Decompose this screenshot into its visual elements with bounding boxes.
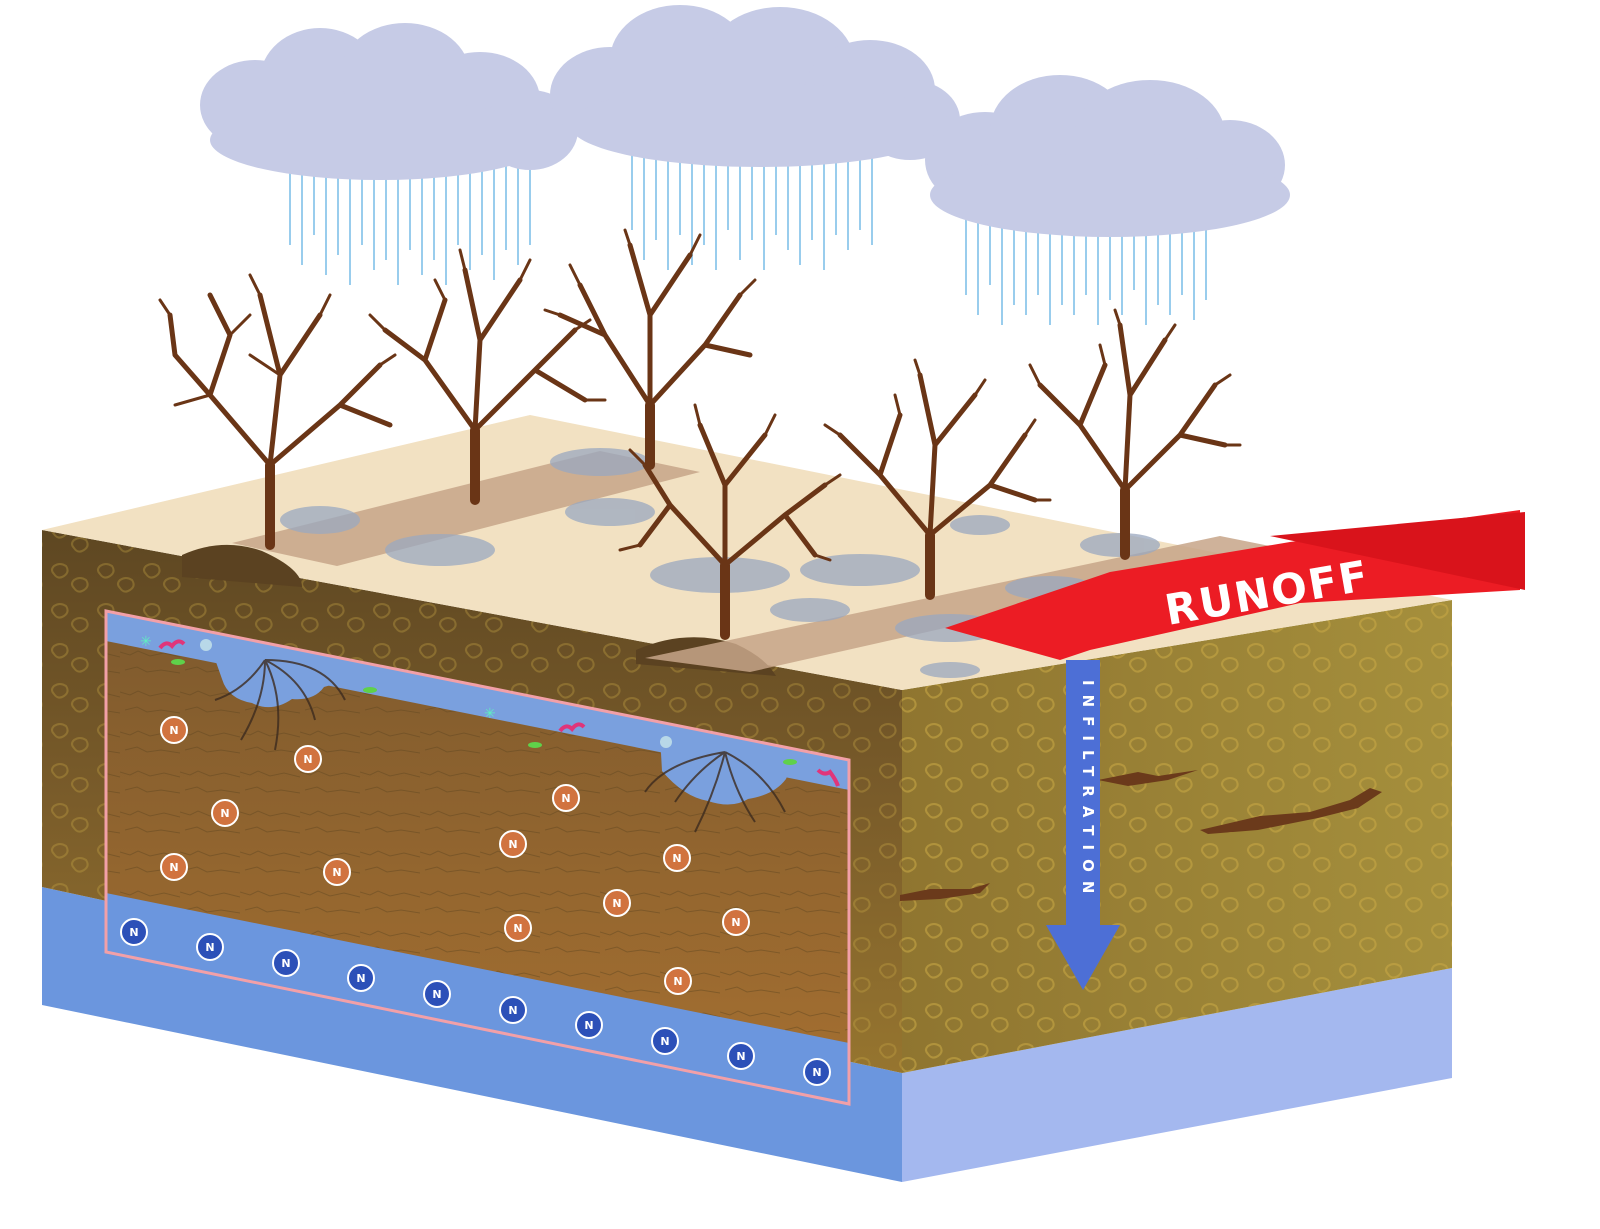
inset-pool-right (660, 735, 789, 805)
rain (289, 150, 1207, 325)
nitrogen-water-marker: N (423, 980, 451, 1008)
nitrogen-soil-marker: N (160, 716, 188, 744)
soil-side-texture (902, 600, 1452, 1073)
nitrogen-water-marker: N (347, 964, 375, 992)
tree (1028, 308, 1242, 560)
tree (368, 248, 607, 505)
nitrogen-soil-marker: N (603, 889, 631, 917)
nitrogen-soil-marker: N (211, 799, 239, 827)
nitrogen-label: N (332, 866, 341, 879)
inset-pool-left (210, 645, 360, 708)
nitrogen-label: N (303, 753, 312, 766)
nitrogen-label: N (205, 941, 214, 954)
nitrogen-soil-marker: N (160, 853, 188, 881)
infiltration-arrow: INFILTRATION (1046, 660, 1120, 990)
nitrogen-label: N (169, 724, 178, 737)
nitrogen-water-marker: N (575, 1011, 603, 1039)
nitrogen-label: N (731, 916, 740, 929)
groundwater-side (902, 968, 1452, 1182)
nitrogen-water-marker: N (120, 918, 148, 946)
inset-border (104, 609, 851, 1106)
tree (823, 358, 1052, 600)
furrow-strip-1 (232, 451, 700, 566)
nitrogen-water-group: N N N N N N N N N N (120, 918, 831, 1086)
nitrogen-label: N (672, 852, 681, 865)
nitrogen-label: N (673, 975, 682, 988)
nitrogen-soil-group: N N N N N N N N N N N N (160, 716, 750, 995)
nitrogen-label: N (508, 838, 517, 851)
nitrogen-water-marker: N (651, 1027, 679, 1055)
nitrogen-soil-marker: N (722, 908, 750, 936)
nitrogen-label: N (584, 1019, 593, 1032)
nitrogen-label: N (220, 807, 229, 820)
nitrogen-label: N (281, 957, 290, 970)
tree (158, 273, 397, 550)
nitrogen-water-marker: N (272, 949, 300, 977)
nitrogen-label: N (660, 1035, 669, 1048)
nitrogen-water-marker: N (803, 1058, 831, 1086)
nitrogen-soil-marker: N (504, 914, 532, 942)
nitrogen-label: N (129, 926, 138, 939)
soil-mound-left (182, 544, 302, 587)
tree (618, 403, 842, 640)
nitrogen-label: N (561, 792, 570, 805)
infiltration-label: INFILTRATION (1079, 680, 1097, 902)
nitrogen-soil-marker: N (552, 784, 580, 812)
soil-organisms: ✳ ✳ (140, 633, 840, 787)
nitrogen-label: N (612, 897, 621, 910)
cloud-center (550, 5, 960, 167)
nitrogen-soil-marker: N (323, 858, 351, 886)
nitrogen-soil-marker: N (664, 967, 692, 995)
cloud-left (200, 23, 578, 180)
nitrogen-label: N (356, 972, 365, 985)
trees (158, 228, 1242, 640)
nitrogen-label: N (508, 1004, 517, 1017)
nitrogen-water-marker: N (196, 933, 224, 961)
nitrogen-water-marker: N (727, 1042, 755, 1070)
inset-roots (214, 659, 786, 833)
cloud-right (925, 75, 1290, 237)
nitrogen-label: N (432, 988, 441, 1001)
runoff-arrow: RUNOFF (945, 510, 1525, 660)
nitrogen-soil-marker: N (663, 844, 691, 872)
nitrogen-soil-marker: N (294, 745, 322, 773)
nitrogen-label: N (169, 861, 178, 874)
nitrogen-label: N (513, 922, 522, 935)
nitrogen-soil-marker: N (499, 830, 527, 858)
svg-text:✳: ✳ (140, 633, 152, 649)
svg-text:✳: ✳ (484, 705, 496, 721)
nitrogen-water-marker: N (499, 996, 527, 1024)
tree (543, 228, 757, 470)
nitrogen-label: N (812, 1066, 821, 1079)
buried-roots (900, 770, 1382, 901)
nitrogen-label: N (736, 1050, 745, 1063)
